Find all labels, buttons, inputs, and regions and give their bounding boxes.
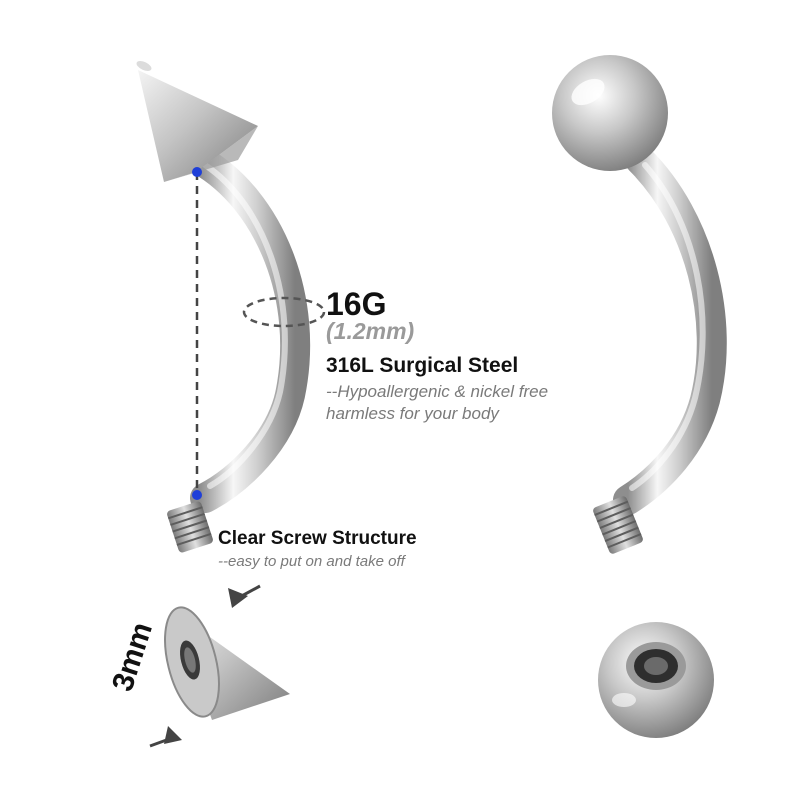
detached-ball (598, 622, 714, 738)
spike-barbell (136, 61, 326, 553)
right-bar-highlight (629, 162, 706, 491)
gauge-label: 16G (326, 286, 387, 322)
spike-cone (138, 70, 258, 182)
length-marker-top (192, 167, 202, 177)
spike-cone-base (164, 126, 258, 182)
left-bar-highlight (202, 162, 288, 489)
left-bar-shaft (185, 145, 311, 513)
ball-end (552, 55, 668, 171)
size-arrow-top (228, 584, 261, 608)
material-note-line2: harmless for your body (326, 404, 499, 423)
ball-barbell (552, 55, 727, 554)
screw-note: --easy to put on and take off (218, 553, 405, 570)
material-note-line1: --Hypoallergenic & nickel free (326, 382, 549, 401)
gauge-mm-label: (1.2mm) (326, 318, 415, 344)
right-screw-thread (593, 496, 643, 554)
gauge-indicator-ellipse (242, 296, 326, 328)
detached-spike (164, 606, 290, 720)
left-screw-thread (167, 501, 213, 553)
screw-title: Clear Screw Structure (218, 528, 417, 549)
size-arrow-bottom (149, 726, 182, 748)
length-marker-bottom (192, 490, 202, 500)
material-title: 316L Surgical Steel (326, 354, 519, 377)
